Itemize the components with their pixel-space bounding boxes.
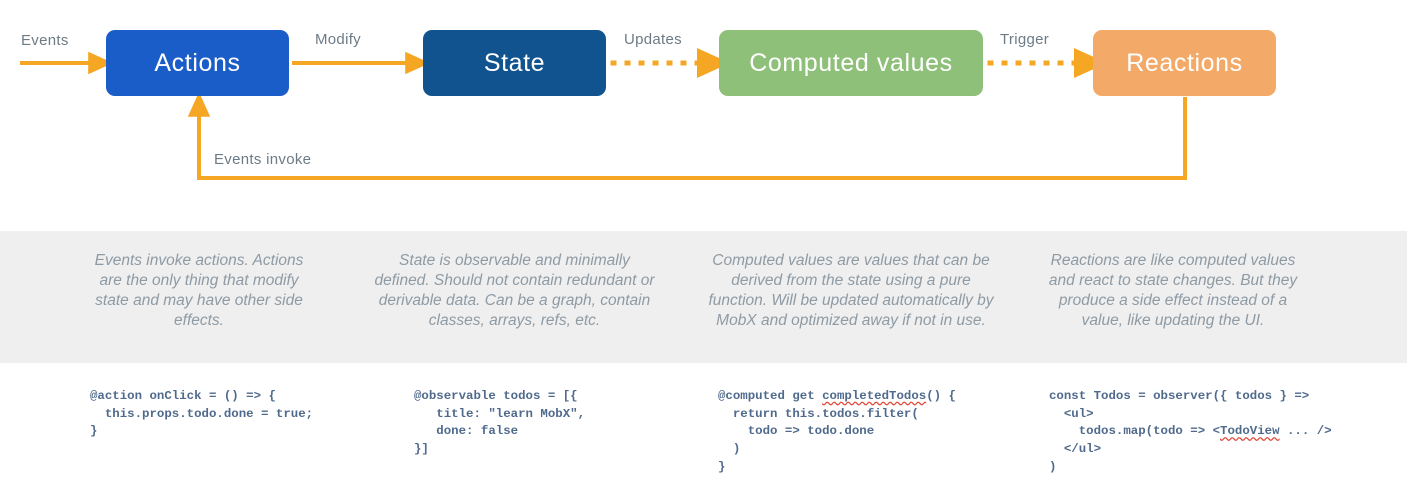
node-state[interactable]: State bbox=[423, 30, 606, 96]
description-reactions: Reactions are like computed values and r… bbox=[1048, 252, 1298, 329]
code-reaction-suffix: ... /> </ul> ) bbox=[1049, 424, 1332, 474]
edge-label-trigger: Trigger bbox=[1000, 31, 1050, 48]
description-band: Events invoke actions. Actions are the o… bbox=[0, 231, 1407, 363]
node-state-label: State bbox=[483, 48, 546, 77]
edge-label-modify: Modify bbox=[315, 31, 361, 48]
description-state: State is observable and minimally define… bbox=[374, 252, 655, 329]
code-band: @action onClick = () => { this.props.tod… bbox=[0, 363, 1407, 483]
code-reaction-prefix: const Todos = observer({ todos } => <ul>… bbox=[1049, 389, 1310, 439]
edge-label-events-invoke: Events invoke bbox=[214, 151, 312, 168]
code-reaction-misspelled-token: TodoView bbox=[1220, 424, 1280, 439]
node-reactions-label: Reactions bbox=[1126, 48, 1243, 77]
code-sample-computed: @computed get completedTodos() { return … bbox=[718, 388, 956, 477]
node-actions-label: Actions bbox=[154, 48, 241, 77]
code-computed-misspelled-token: completedTodos bbox=[822, 389, 927, 403]
code-sample-observable: @observable todos = [{ title: "learn Mob… bbox=[414, 389, 586, 457]
diagram-arrows bbox=[20, 47, 1187, 180]
edge-label-updates: Updates bbox=[624, 31, 682, 48]
node-actions[interactable]: Actions bbox=[106, 30, 289, 96]
edge-label-events: Events bbox=[21, 32, 69, 49]
code-computed-prefix: @computed get bbox=[718, 389, 823, 403]
node-computed-values[interactable]: Computed values bbox=[719, 30, 983, 96]
description-computed-values: Computed values are values that can be d… bbox=[708, 252, 994, 329]
code-computed-suffix: () { return this.todos.filter( todo => t… bbox=[718, 389, 956, 474]
code-sample-reaction: const Todos = observer({ todos } => <ul>… bbox=[1049, 388, 1332, 477]
arrow-events-invoke bbox=[187, 92, 1187, 180]
node-computed-values-label: Computed values bbox=[749, 48, 953, 77]
diagram-area: Actions State Computed values Reactions … bbox=[0, 0, 1407, 231]
description-actions: Events invoke actions. Actions are the o… bbox=[94, 252, 304, 329]
node-reactions[interactable]: Reactions bbox=[1093, 30, 1276, 96]
code-sample-action: @action onClick = () => { this.props.tod… bbox=[90, 389, 314, 439]
